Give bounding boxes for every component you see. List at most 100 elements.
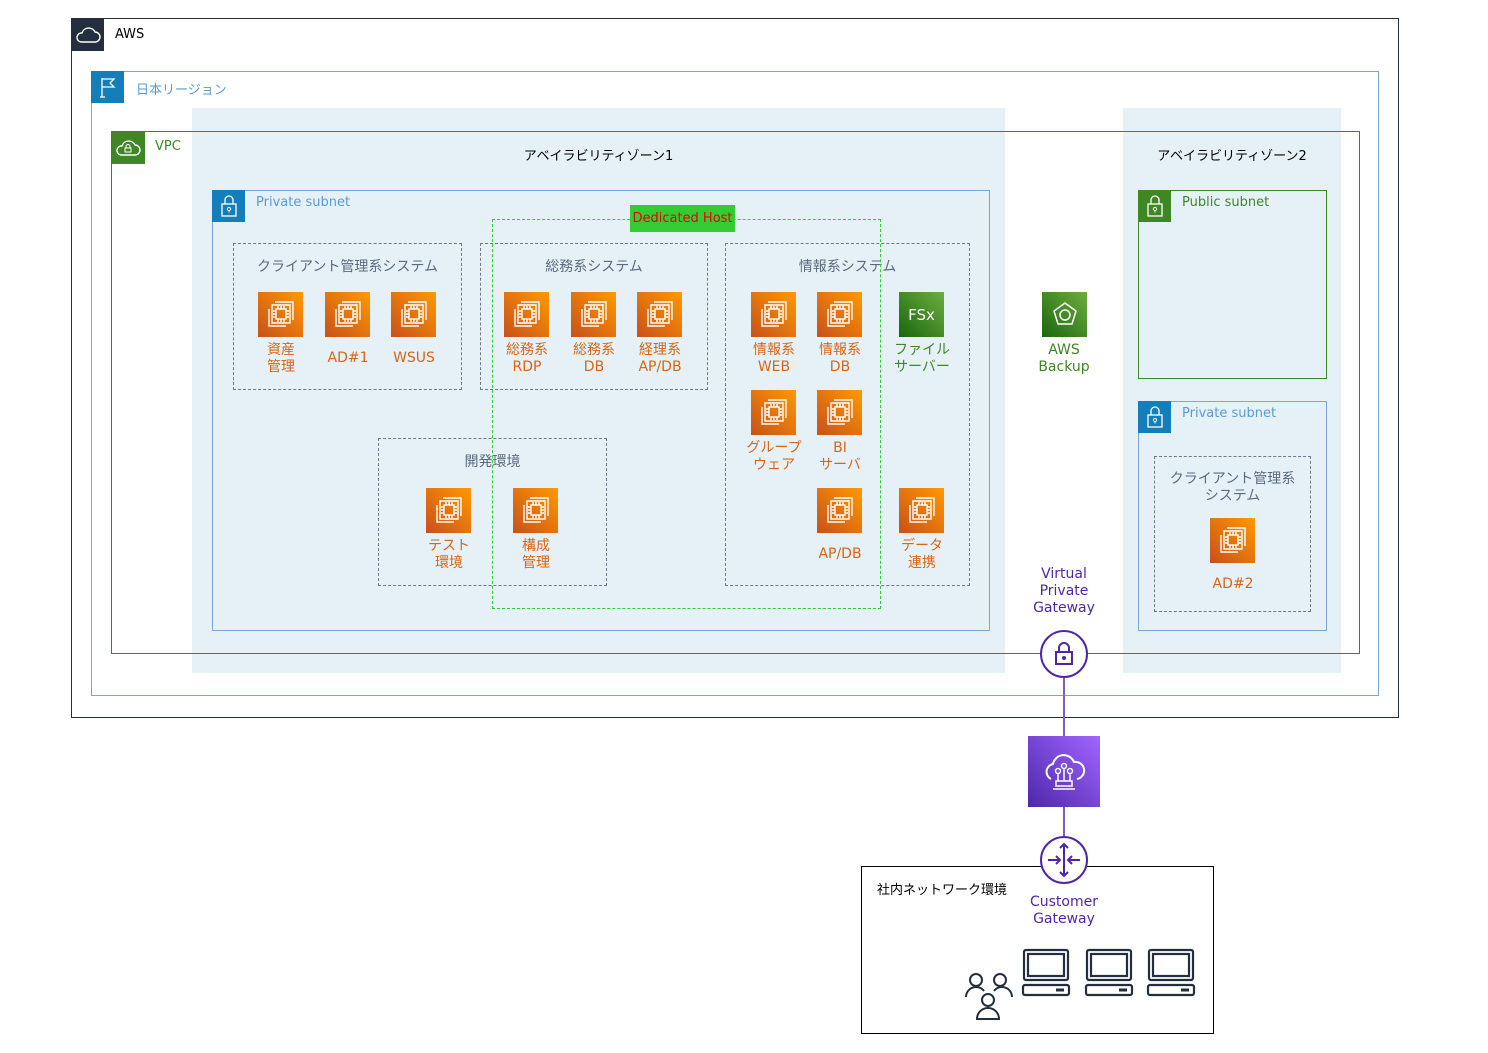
private-subnet-2 [1138, 401, 1327, 631]
private-subnet-2-lock-icon [1138, 401, 1171, 433]
ec2-instance-icon [637, 292, 682, 337]
ec2-instance-icon [391, 292, 436, 337]
label-line: サーバー [894, 359, 950, 375]
label-line: データ [901, 538, 943, 554]
group-title: 情報系システム [798, 259, 897, 275]
availability-zone-1 [192, 108, 1005, 673]
ec2-instance-icon [817, 292, 862, 337]
label-line: AWS [1048, 342, 1080, 358]
ec2-instance-icon [1210, 518, 1255, 563]
label-line: Virtual [1041, 566, 1087, 582]
public-subnet-lock-icon [1138, 190, 1171, 222]
ec2-instance-label: WSUS [369, 350, 459, 367]
label-line: 情報系 [753, 342, 795, 358]
group-client-management: クライアント管理系システム [233, 243, 462, 390]
group-title-line1: クライアント管理系 [1169, 471, 1296, 487]
label-line: テスト [428, 538, 470, 554]
ec2-instance-label: AD#2 [1188, 576, 1278, 593]
corporate-network-label: 社内ネットワーク環境 [877, 883, 1008, 898]
vpc-cloud-lock-icon [111, 131, 145, 164]
label-line: Backup [1038, 359, 1090, 375]
fsx-icon: FSx [899, 292, 944, 337]
label-line: 情報系 [819, 342, 861, 358]
ec2-instance-icon [258, 292, 303, 337]
ec2-instance-icon [751, 292, 796, 337]
ec2-instance-icon [504, 292, 549, 337]
private-subnet-lock-icon [212, 190, 245, 222]
label-line: Gateway [1033, 911, 1095, 927]
aws-backup-icon [1042, 292, 1087, 337]
ec2-instance-label: 資産管理 [236, 342, 326, 376]
aws-cloud-icon [71, 18, 104, 51]
label-line: DB [829, 359, 851, 375]
group-somu: 総務系システム [480, 243, 708, 390]
group-client-management-2: クライアント管理系 システム [1154, 456, 1311, 612]
vpc-label: VPC [155, 139, 181, 154]
ec2-instance-icon [513, 488, 558, 533]
label-line: 環境 [435, 555, 463, 571]
desktop-computer-icon [1084, 948, 1134, 1002]
desktop-computer-icon [1146, 948, 1196, 1002]
label-line: ウェア [753, 457, 795, 473]
label-line: 連携 [908, 555, 936, 571]
region-boundary [91, 71, 1379, 696]
vpc-boundary [111, 131, 1360, 654]
group-joho: 情報系システム [725, 243, 970, 586]
ec2-instance-icon [817, 488, 862, 533]
ec2-instance-icon [325, 292, 370, 337]
label-line: サーバ [819, 457, 861, 473]
label-line: WEB [757, 359, 791, 375]
desktop-computer-icon [1021, 948, 1071, 1002]
aws-cloud-boundary [71, 18, 1399, 718]
label-line: Private [1039, 583, 1089, 599]
private-subnet-2-label: Private subnet [1182, 406, 1277, 421]
virtual-private-gateway-icon [1040, 630, 1088, 678]
users-icon [963, 970, 1015, 1026]
group-title-line2: システム [1204, 488, 1261, 504]
label-line: 管理 [522, 555, 550, 571]
customer-gateway-icon [1040, 836, 1088, 884]
ec2-instance-icon [817, 390, 862, 435]
ec2-instance-label: AD#1 [303, 350, 393, 367]
group-title: クライアント管理系システム [256, 259, 439, 275]
label-line: AP/DB [818, 546, 862, 562]
label-line: 資産 [267, 342, 295, 358]
region-label: 日本リージョン [136, 83, 227, 98]
private-subnet-1-label: Private subnet [256, 195, 351, 210]
label-line: AD#1 [327, 350, 369, 366]
ec2-instance-label: テスト環境 [404, 538, 494, 572]
label-line: 構成 [522, 538, 550, 554]
ec2-instance-label: AP/DB [795, 546, 885, 563]
ec2-instance-icon [751, 390, 796, 435]
corporate-network-boundary [861, 866, 1214, 1034]
label-line: 経理系 [639, 342, 681, 358]
fsx-label: ファイルサーバー [877, 342, 967, 376]
aws-label: AWS [115, 27, 145, 42]
label-line: Customer [1029, 894, 1098, 910]
label-line: 総務系 [573, 342, 615, 358]
ec2-instance-label: グループウェア [729, 440, 819, 474]
label-line: AP/DB [638, 359, 682, 375]
label-line: ファイル [894, 342, 950, 358]
ec2-instance-icon [571, 292, 616, 337]
az1-label: アベイラビリティゾーン1 [523, 149, 674, 164]
label-line: 総務系 [506, 342, 548, 358]
label-line: AD#2 [1212, 576, 1254, 592]
label-line: 管理 [267, 359, 295, 375]
dedicated-host-label: Dedicated Host [630, 205, 735, 232]
public-subnet-label: Public subnet [1182, 195, 1270, 210]
group-title: 総務系システム [545, 259, 643, 275]
ec2-instance-label: 構成管理 [491, 538, 581, 572]
label-line: Gateway [1033, 600, 1095, 616]
ec2-instance-icon [426, 488, 471, 533]
